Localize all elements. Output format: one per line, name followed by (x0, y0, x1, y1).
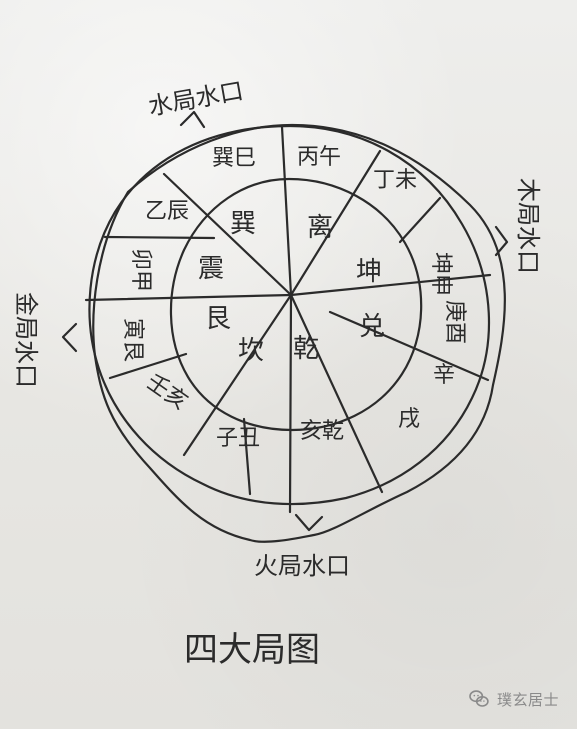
wechat-icon (469, 690, 489, 707)
inner-label-xun: 巽 (230, 209, 256, 239)
west-water-mouth: 金局水口 (12, 292, 40, 388)
spoke-s (288, 293, 293, 514)
inner-label-gen: 艮 (205, 304, 231, 334)
notch-south (294, 513, 324, 532)
spoke-nne (280, 125, 293, 297)
outer-ring-circle (88, 124, 491, 506)
outer-label-zi-chou: 子丑 (216, 426, 260, 451)
diagram-title: 四大局图 (184, 630, 320, 670)
outer-label-ding-wei: 丁未 (373, 168, 417, 193)
inner-label-qian: 乾 (293, 334, 319, 364)
spoke-se (289, 293, 384, 494)
spoke-e-lower (328, 310, 490, 382)
outer-label-xun-si: 巽巳 (212, 146, 256, 171)
outer-label-bing-wu: 丙午 (297, 145, 341, 170)
inner-label-li: 离 (307, 213, 333, 243)
inner-label-kun: 坤 (356, 257, 382, 287)
inner-ring-circle (169, 177, 423, 432)
outer-divider-nw (103, 235, 216, 240)
notch-north (179, 110, 206, 129)
outer-label-geng-you: 庚酉 (442, 300, 467, 344)
inner-label-zhen: 震 (198, 254, 224, 284)
spoke-w (84, 293, 293, 302)
watermark-text: 璞玄居士 (496, 690, 559, 709)
spoke-wnw (162, 172, 293, 297)
inner-label-dui: 兑 (359, 312, 385, 342)
notch-east (494, 225, 509, 257)
outer-label-kun-shen: 坤申 (428, 252, 453, 296)
inner-label-kan: 坎 (238, 336, 264, 366)
outer-label-xu: 戌 (398, 407, 420, 432)
outer-divider-wsw (108, 352, 188, 380)
outer-label-hai-qian: 亥乾 (300, 419, 344, 444)
outer-boundary (92, 123, 506, 543)
outer-label-yi-chen: 乙辰 (145, 199, 189, 224)
east-water-mouth: 木局水口 (514, 178, 542, 274)
spoke-e-upper (289, 273, 492, 297)
notch-west (61, 322, 78, 353)
spoke-ssw (182, 293, 293, 457)
watermark: 璞玄居士 (467, 685, 559, 713)
outer-label-ren-hai: 壬亥 (142, 369, 192, 415)
outer-label-mao-jia: 卯甲 (128, 248, 153, 292)
outer-label-yin-gen: 寅艮 (120, 318, 145, 362)
outer-divider-sse (242, 417, 252, 496)
south-water-mouth: 火局水口 (254, 552, 350, 580)
outer-divider-ene (398, 196, 442, 244)
outer-label-xin: 辛 (433, 363, 455, 388)
spoke-ne (289, 149, 382, 297)
